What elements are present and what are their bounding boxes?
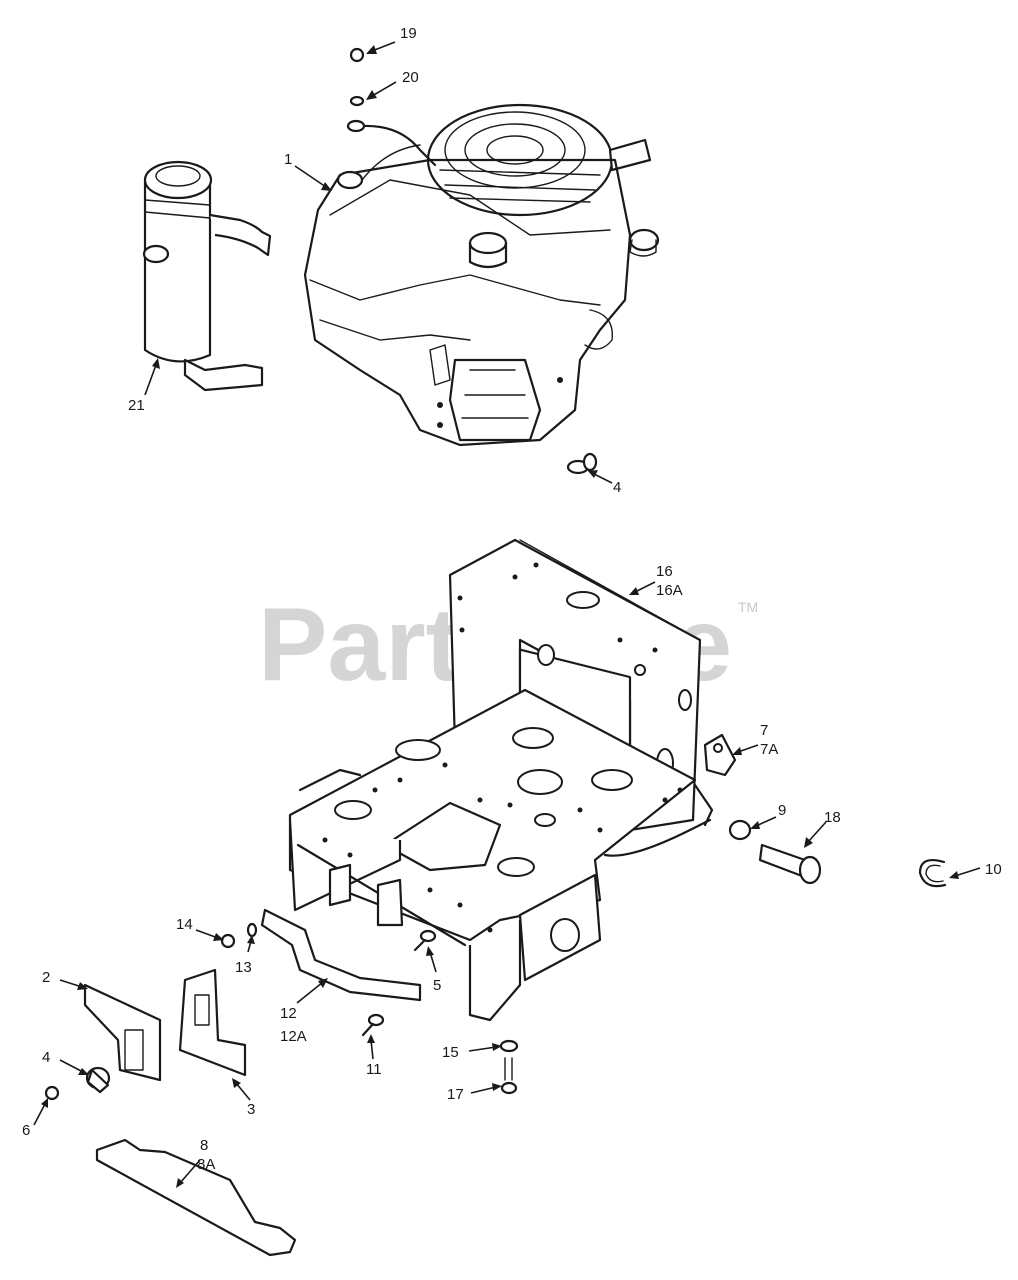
screw-part-19[interactable] <box>349 47 365 63</box>
bracket-part-7[interactable] <box>703 733 737 777</box>
callout-15: 15 <box>442 1044 459 1061</box>
clamp-part-4-bottom[interactable] <box>85 1066 111 1094</box>
nut-part-14[interactable] <box>220 933 236 949</box>
callout-5: 5 <box>433 977 441 994</box>
callout-13: 13 <box>235 959 252 976</box>
frame-part[interactable] <box>288 538 714 1022</box>
callout-19: 19 <box>400 25 417 42</box>
nut-part-6[interactable] <box>44 1085 60 1101</box>
callout-10: 10 <box>985 861 1002 878</box>
callout-6: 6 <box>22 1122 30 1139</box>
watermark-trademark: TM <box>738 599 758 615</box>
nut-part-20[interactable] <box>349 95 365 107</box>
callout-16: 16 <box>656 563 673 580</box>
callout-14: 14 <box>176 916 193 933</box>
engine-part[interactable] <box>303 103 660 447</box>
callout-3: 3 <box>247 1101 255 1118</box>
clamp-part-4-top[interactable] <box>566 452 598 475</box>
callout-20: 20 <box>402 69 419 86</box>
bar-part-12[interactable] <box>260 908 422 1002</box>
bolt-part-5[interactable] <box>413 929 437 952</box>
callout-16a: 16A <box>656 582 683 599</box>
callout-12a: 12A <box>280 1028 307 1045</box>
ground-wire[interactable] <box>346 119 437 167</box>
callout-12: 12 <box>280 1005 297 1022</box>
callout-4-bottom: 4 <box>42 1049 50 1066</box>
pin-part-18[interactable] <box>758 843 822 885</box>
callout-7: 7 <box>760 722 768 739</box>
callout-17: 17 <box>447 1086 464 1103</box>
callout-7a: 7A <box>760 741 778 758</box>
callout-1: 1 <box>284 151 292 168</box>
plate-part-8[interactable] <box>95 1138 297 1257</box>
callout-9: 9 <box>778 802 786 819</box>
callout-8a: 8A <box>197 1156 215 1173</box>
callout-labels: 19 20 1 21 4 16 16A 7 7A 9 18 10 14 13 2… <box>22 25 1002 1173</box>
plate-part-2[interactable] <box>83 983 162 1082</box>
callout-arrows <box>33 41 981 1188</box>
muffler-part[interactable] <box>142 160 272 392</box>
callout-21: 21 <box>128 397 145 414</box>
callout-18: 18 <box>824 809 841 826</box>
bracket-part-3[interactable] <box>178 968 247 1077</box>
callout-4-top: 4 <box>613 479 621 496</box>
callout-8: 8 <box>200 1137 208 1154</box>
ring-part-10[interactable] <box>918 858 947 888</box>
nut-part-15[interactable] <box>499 1039 519 1053</box>
washer-part-17[interactable] <box>500 1057 518 1095</box>
washer-part-13[interactable] <box>246 922 258 938</box>
bushing-part-9[interactable] <box>728 819 752 841</box>
callout-2: 2 <box>42 969 50 986</box>
bolt-part-11[interactable] <box>361 1013 385 1037</box>
callout-11: 11 <box>366 1061 382 1078</box>
